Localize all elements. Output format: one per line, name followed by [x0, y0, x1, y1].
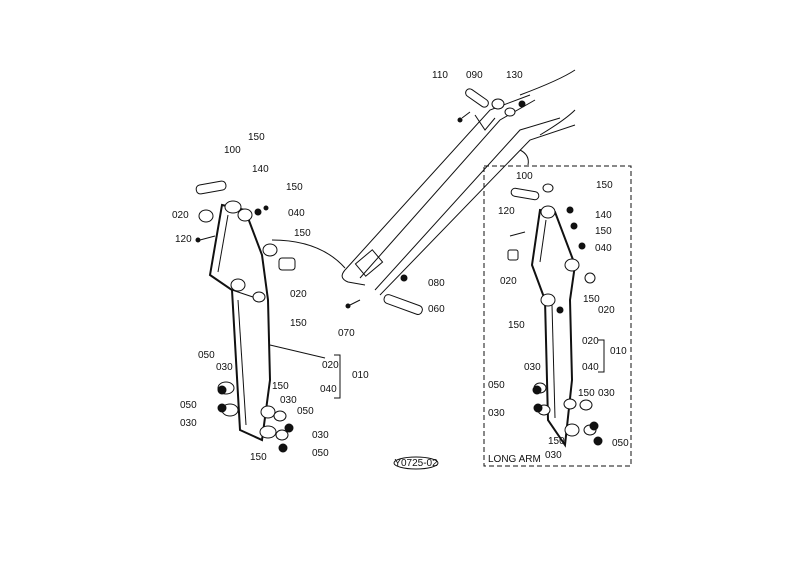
- part-label-r100: 100: [516, 171, 533, 182]
- part-label-r030b: 030: [488, 408, 505, 419]
- part-label-r020a: 020: [500, 276, 517, 287]
- part-label-r150f: 150: [548, 436, 565, 447]
- part-label-l020b: 020: [290, 289, 307, 300]
- part-label-m090: 090: [466, 70, 483, 81]
- part-label-l050d: 050: [312, 448, 329, 459]
- part-label-r150b: 150: [595, 226, 612, 237]
- diagram-code-badge: [393, 456, 439, 470]
- part-label-l150c: 150: [294, 228, 311, 239]
- boom: [341, 69, 576, 296]
- arm-standard: [195, 180, 341, 453]
- part-label-l040b: 040: [320, 384, 337, 395]
- part-label-m080: 080: [428, 278, 445, 289]
- part-label-m060: 060: [428, 304, 445, 315]
- part-label-r150c: 150: [583, 294, 600, 305]
- long-arm-label: LONG ARM: [488, 454, 541, 465]
- part-label-r150e: 150: [578, 388, 595, 399]
- part-label-l150f: 150: [250, 452, 267, 463]
- part-label-m110: 110: [432, 70, 448, 81]
- part-label-r050b: 050: [612, 438, 629, 449]
- part-label-l030d: 030: [312, 430, 329, 441]
- part-label-l050b: 050: [180, 400, 197, 411]
- part-label-l030b: 030: [180, 418, 197, 429]
- part-label-l030c: 030: [280, 395, 297, 406]
- part-label-l020a: 020: [172, 210, 189, 221]
- part-label-r140: 140: [595, 210, 612, 221]
- part-label-r120: 120: [498, 206, 515, 217]
- part-label-l150a: 150: [248, 132, 265, 143]
- part-label-r030a: 030: [524, 362, 541, 373]
- part-label-l030a: 030: [216, 362, 233, 373]
- part-label-r020c: 020: [582, 336, 599, 347]
- part-label-r040: 040: [595, 243, 612, 254]
- part-label-r150d: 150: [508, 320, 525, 331]
- diagram-code: Y0725-02: [394, 458, 438, 469]
- part-label-r030d: 030: [545, 450, 562, 461]
- part-label-l050c: 050: [297, 406, 314, 417]
- part-label-r030c: 030: [598, 388, 615, 399]
- boom-pins: [271, 88, 526, 315]
- part-label-l150b: 150: [286, 182, 303, 193]
- part-label-r040b: 040: [582, 362, 599, 373]
- part-label-m130: 130: [506, 70, 523, 81]
- part-label-r010: 010: [610, 346, 627, 357]
- part-label-l150d: 150: [290, 318, 307, 329]
- part-label-r020b: 020: [598, 305, 615, 316]
- part-label-l050a: 050: [198, 350, 215, 361]
- part-label-r150a: 150: [596, 180, 613, 191]
- part-label-l100: 100: [224, 145, 241, 156]
- part-label-l150e: 150: [272, 381, 289, 392]
- part-label-l140: 140: [252, 164, 269, 175]
- part-label-r050a: 050: [488, 380, 505, 391]
- part-label-l040: 040: [288, 208, 305, 219]
- part-label-l010: 010: [352, 370, 369, 381]
- part-label-l020c: 020: [322, 360, 339, 371]
- part-label-m070: 070: [338, 328, 355, 339]
- part-label-l120: 120: [175, 234, 192, 245]
- arm-long: [483, 165, 632, 467]
